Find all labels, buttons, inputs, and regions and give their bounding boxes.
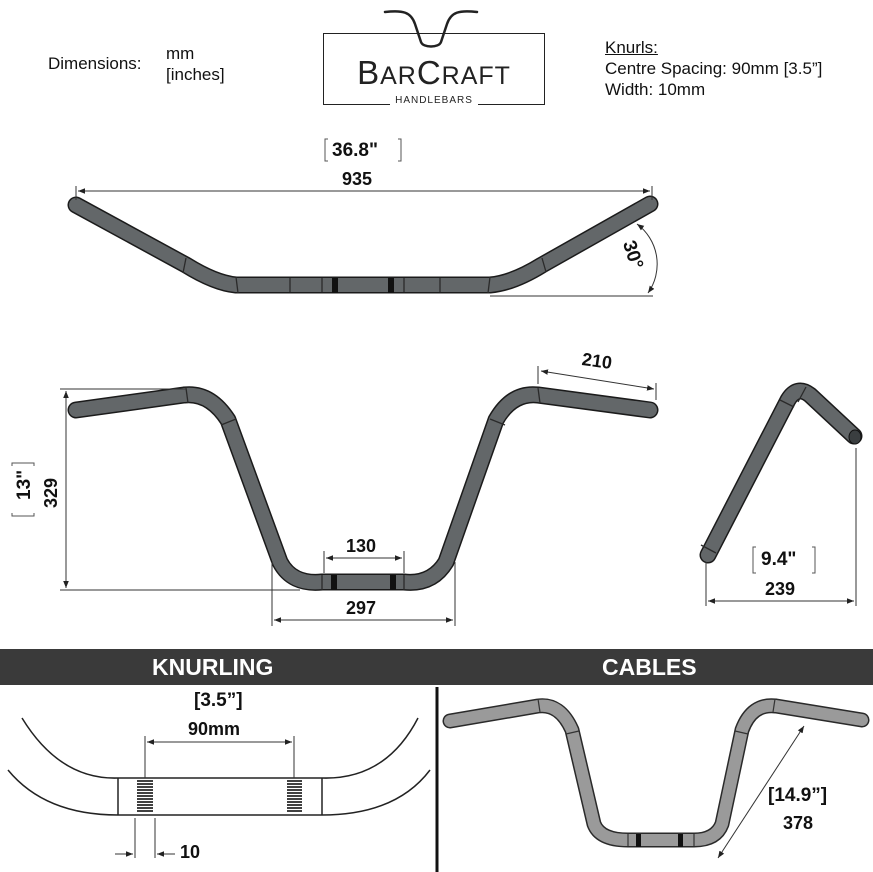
base-width: 297 xyxy=(346,598,377,618)
front-view-bar xyxy=(67,386,659,591)
dimensions-label: Dimensions: xyxy=(48,54,142,73)
cable-length-inches: [14.9”] xyxy=(768,785,828,806)
knurls-width: Width: 10mm xyxy=(605,80,706,99)
front-height-mm: 329 xyxy=(41,477,61,508)
side-dimension xyxy=(705,448,857,606)
knurl-right-mark xyxy=(388,278,394,293)
pullback-inches: 9.4" xyxy=(761,549,797,570)
units-legend: mm [inches] xyxy=(166,43,225,85)
front-knurl-right xyxy=(390,575,396,590)
knurl-width: 10 xyxy=(180,842,201,862)
knurl-spacing-inches: [3.5”] xyxy=(194,690,243,711)
handlebar-logo-icon xyxy=(383,10,479,48)
top-width-inches: 36.8" xyxy=(332,140,378,161)
units-mm: mm xyxy=(166,44,195,63)
top-width-mm: 935 xyxy=(342,169,373,189)
cables-knurl-left xyxy=(636,834,641,847)
knurling-detail xyxy=(7,717,431,816)
section-band xyxy=(0,649,873,685)
front-knurl-left xyxy=(331,575,337,590)
knurl-spacing-mm: 90mm xyxy=(188,719,241,739)
grip-length: 210 xyxy=(580,349,614,373)
cables-section-title: CABLES xyxy=(602,654,697,680)
units-inches: [inches] xyxy=(166,65,225,84)
knurl-center-distance: 130 xyxy=(346,536,377,556)
logo-subtitle: HANDLEBARS xyxy=(323,95,545,106)
cable-length-mm: 378 xyxy=(783,813,814,833)
front-dimensions xyxy=(11,366,657,626)
cables-dimension xyxy=(717,725,805,859)
knurls-spacing: Centre Spacing: 90mm [3.5”] xyxy=(605,59,823,78)
top-view-bar xyxy=(67,195,659,294)
pullback-mm: 239 xyxy=(765,579,796,599)
knurls-info: Knurls: Centre Spacing: 90mm [3.5”] Widt… xyxy=(605,37,822,100)
side-view-bar xyxy=(699,382,863,564)
knurl-pattern-right xyxy=(287,780,302,812)
knurls-title: Knurls: xyxy=(605,38,658,57)
knurling-dimensions xyxy=(115,736,295,858)
knurl-pattern-left xyxy=(137,780,153,812)
knurling-section-title: KNURLING xyxy=(152,654,274,680)
knurl-left-mark xyxy=(332,278,338,293)
cables-knurl-right xyxy=(678,834,683,847)
logo-brand: BARCRAFT xyxy=(357,54,511,91)
cables-view-bar xyxy=(442,698,870,848)
barcraft-logo: BARCRAFT HANDLEBARS xyxy=(323,4,547,106)
front-height-inches: 13" xyxy=(14,469,35,500)
top-width-dimension xyxy=(75,138,658,297)
